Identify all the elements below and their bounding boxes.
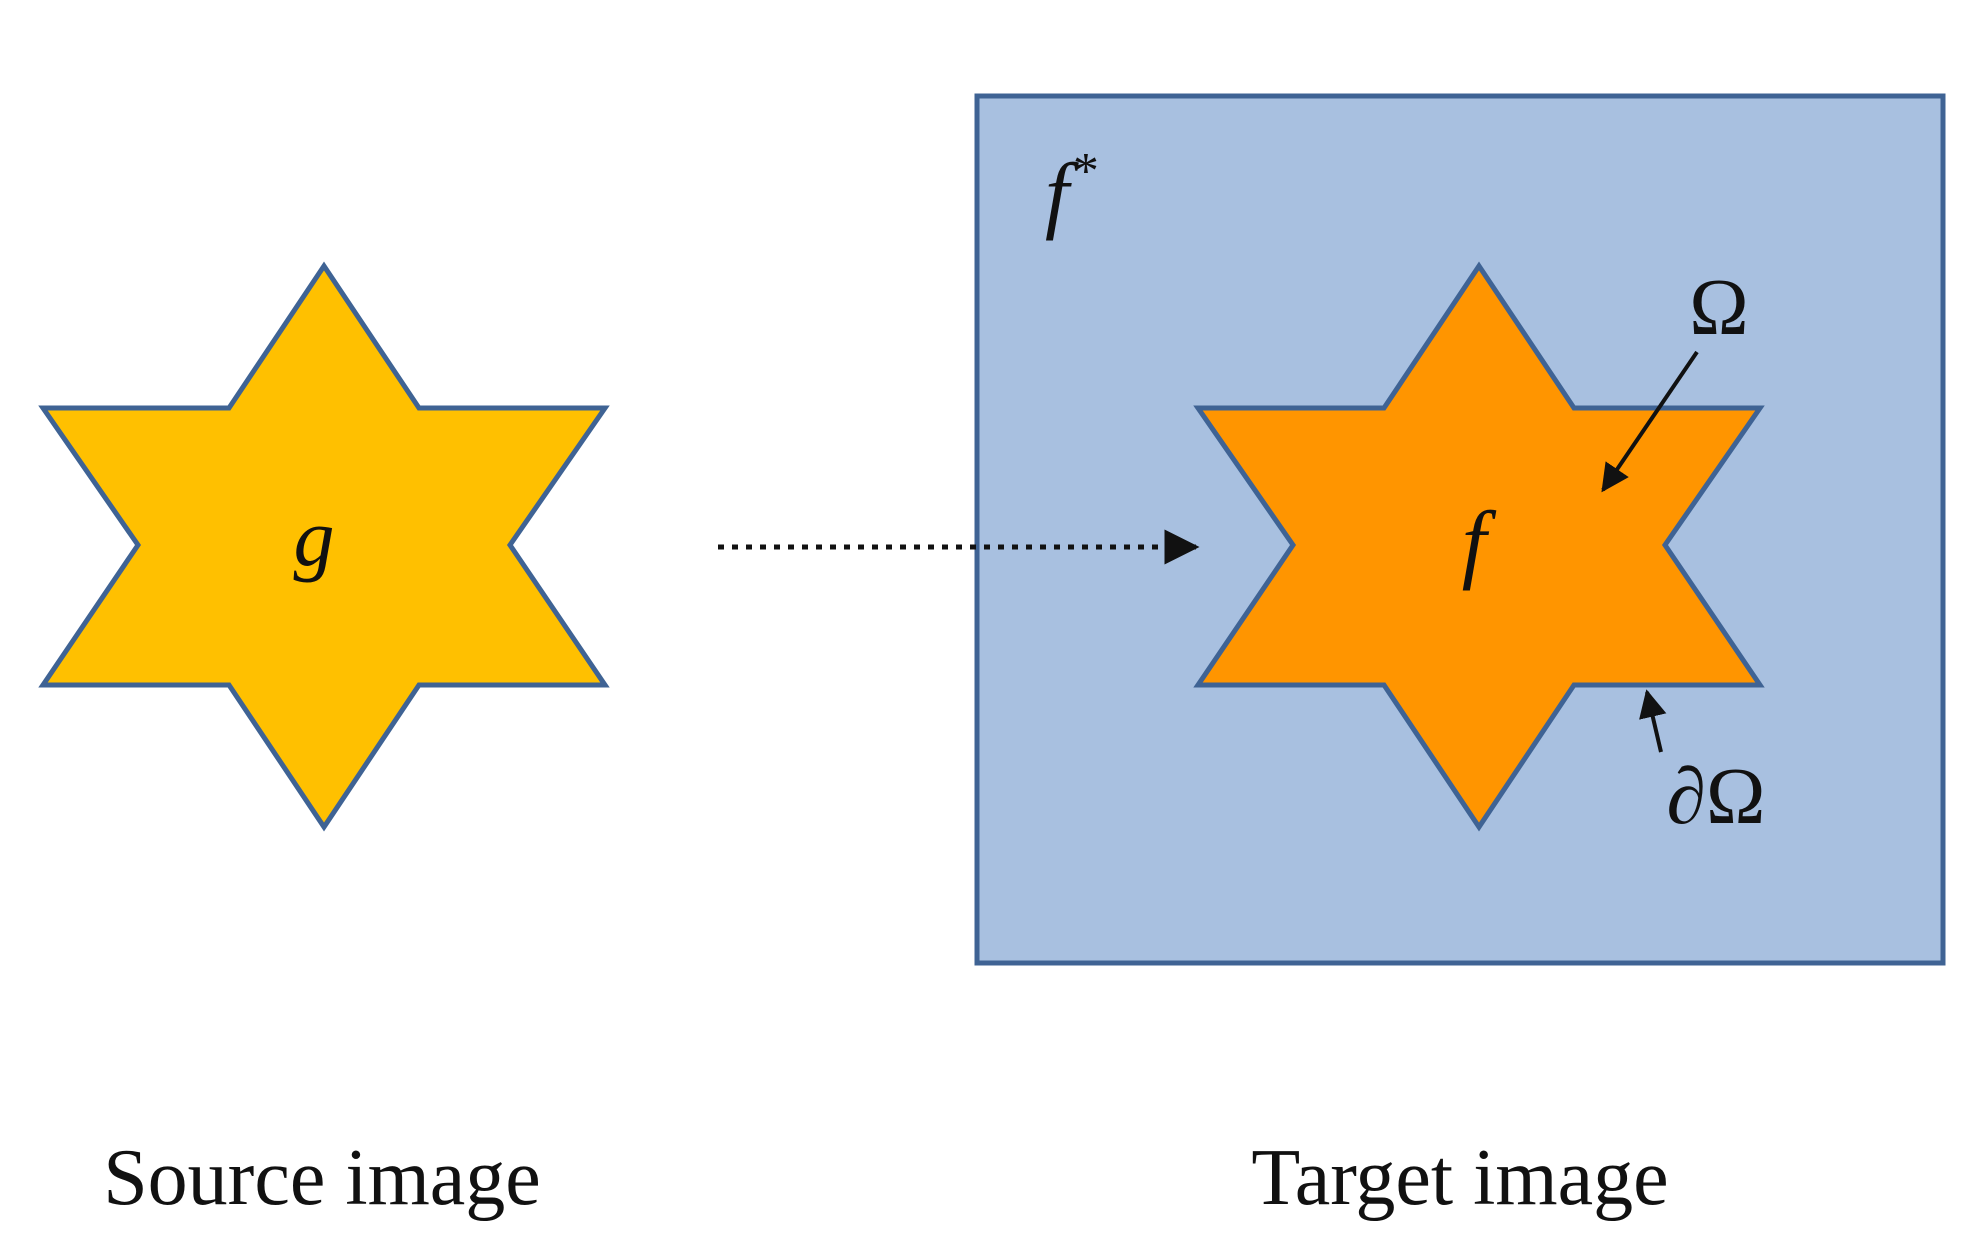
source-region-label: g [294,492,335,583]
target-background-superscript: * [1073,143,1099,200]
source-caption: Source image [103,1134,541,1222]
omega-label: Ω [1689,264,1748,352]
boundary-label: ∂Ω [1667,753,1766,841]
target-caption: Target image [1251,1134,1668,1222]
target-star [1193,261,1765,832]
source-star [38,261,610,832]
target-background-label: f* [1045,143,1099,241]
boundary-pointer-arrow [1639,689,1667,753]
omega-pointer-arrow [1601,350,1699,493]
